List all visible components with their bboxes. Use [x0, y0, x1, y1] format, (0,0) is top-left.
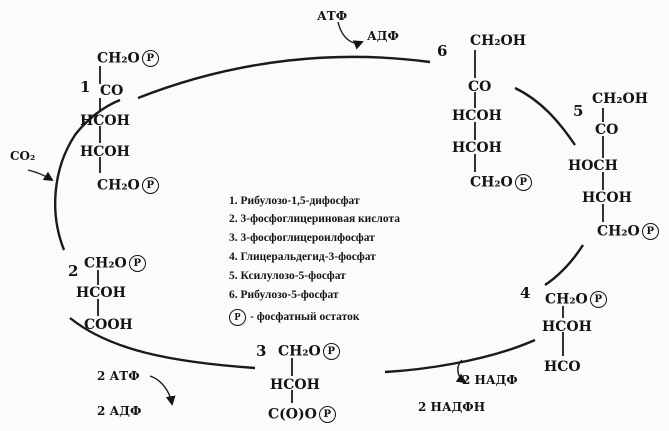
atp-bottom-arrow [149, 375, 176, 406]
cycle-arc-1-6 [137, 55, 431, 100]
atp-top-arrow [337, 21, 364, 50]
atp-top-label: АТФ [317, 9, 348, 23]
cycle-arc-5-4 [544, 244, 585, 286]
molecule-1-hcoh-b: HCOH [80, 144, 130, 160]
phosphate-icon: P [318, 406, 336, 423]
phosphate-icon: P [322, 343, 340, 360]
molecule-2-number: 2 [68, 262, 79, 280]
molecule-6-hcoh-b: HCOH [452, 140, 502, 156]
molecule-6-number: 6 [437, 42, 448, 60]
phosphate-icon: P [514, 174, 532, 191]
cycle-arc-3-2 [69, 317, 256, 370]
molecule-4-hcoh: HCOH [542, 319, 592, 335]
molecule-5-hoch: HOCH [568, 158, 618, 174]
adp-top-label: АДФ [367, 29, 399, 43]
legend-item-6: 6. Рибулозо-5-фосфат [229, 289, 339, 301]
molecule-2-hcoh: HCOH [76, 285, 126, 301]
phosphate-icon: P [589, 291, 607, 308]
legend-item-1: 1. Рибулозо-1,5-дифосфат [229, 195, 360, 207]
co2-label: CO₂ [10, 149, 36, 163]
adp-bottom-label: 2 АДФ [97, 404, 142, 418]
nadp-arrow [455, 359, 467, 384]
atp-bottom-label: 2 АТФ [97, 369, 140, 383]
molecule-1-number: 1 [80, 78, 91, 96]
nadph-label: 2 НАДФН [418, 400, 486, 414]
molecule-6-hcoh-a: HCOH [452, 108, 502, 124]
molecule-5-ch2oh: CH₂OH [592, 91, 648, 107]
legend-item-5: 5. Ксилулозо-5-фосфат [229, 270, 346, 282]
molecule-6-ch2oh: CH₂OH [470, 33, 526, 49]
cycle-arc-4-3 [384, 338, 536, 374]
molecule-5-co: CO [595, 122, 619, 138]
molecule-4-hco: HCO [544, 359, 581, 375]
phosphate-icon: P [641, 223, 659, 240]
molecule-2-cooh: COOH [84, 317, 133, 333]
molecule-3-number: 3 [256, 342, 267, 360]
molecule-1-co: CO [100, 83, 124, 99]
molecule-1-hcoh-a: HCOH [80, 113, 130, 129]
legend-item-2: 2. 3-фосфоглицериновая кислота [229, 213, 401, 225]
co2-arrow [27, 169, 54, 182]
legend-item-phosphate: P- фосфатный остаток [229, 309, 360, 326]
molecule-6-co: CO [468, 79, 492, 95]
molecule-5-number: 5 [573, 102, 584, 120]
legend-item-4: 4. Глицеральдегид-3-фосфат [229, 251, 376, 263]
legend-item-3: 3. 3-фосфоглицероилфосфат [229, 232, 375, 244]
molecule-3-hcoh: HCOH [270, 377, 320, 393]
cycle-arc-2-1 [53, 98, 121, 251]
phosphate-icon: P [141, 50, 159, 67]
phosphate-icon: P [128, 255, 146, 272]
cycle-arc-6-5 [514, 86, 576, 146]
molecule-4-number: 4 [520, 284, 531, 302]
phosphate-icon: P [141, 177, 159, 194]
phosphate-icon: P [229, 309, 246, 326]
nadp-label: 2 НАДФ [462, 373, 518, 387]
molecule-5-hcoh: HCOH [582, 190, 632, 206]
